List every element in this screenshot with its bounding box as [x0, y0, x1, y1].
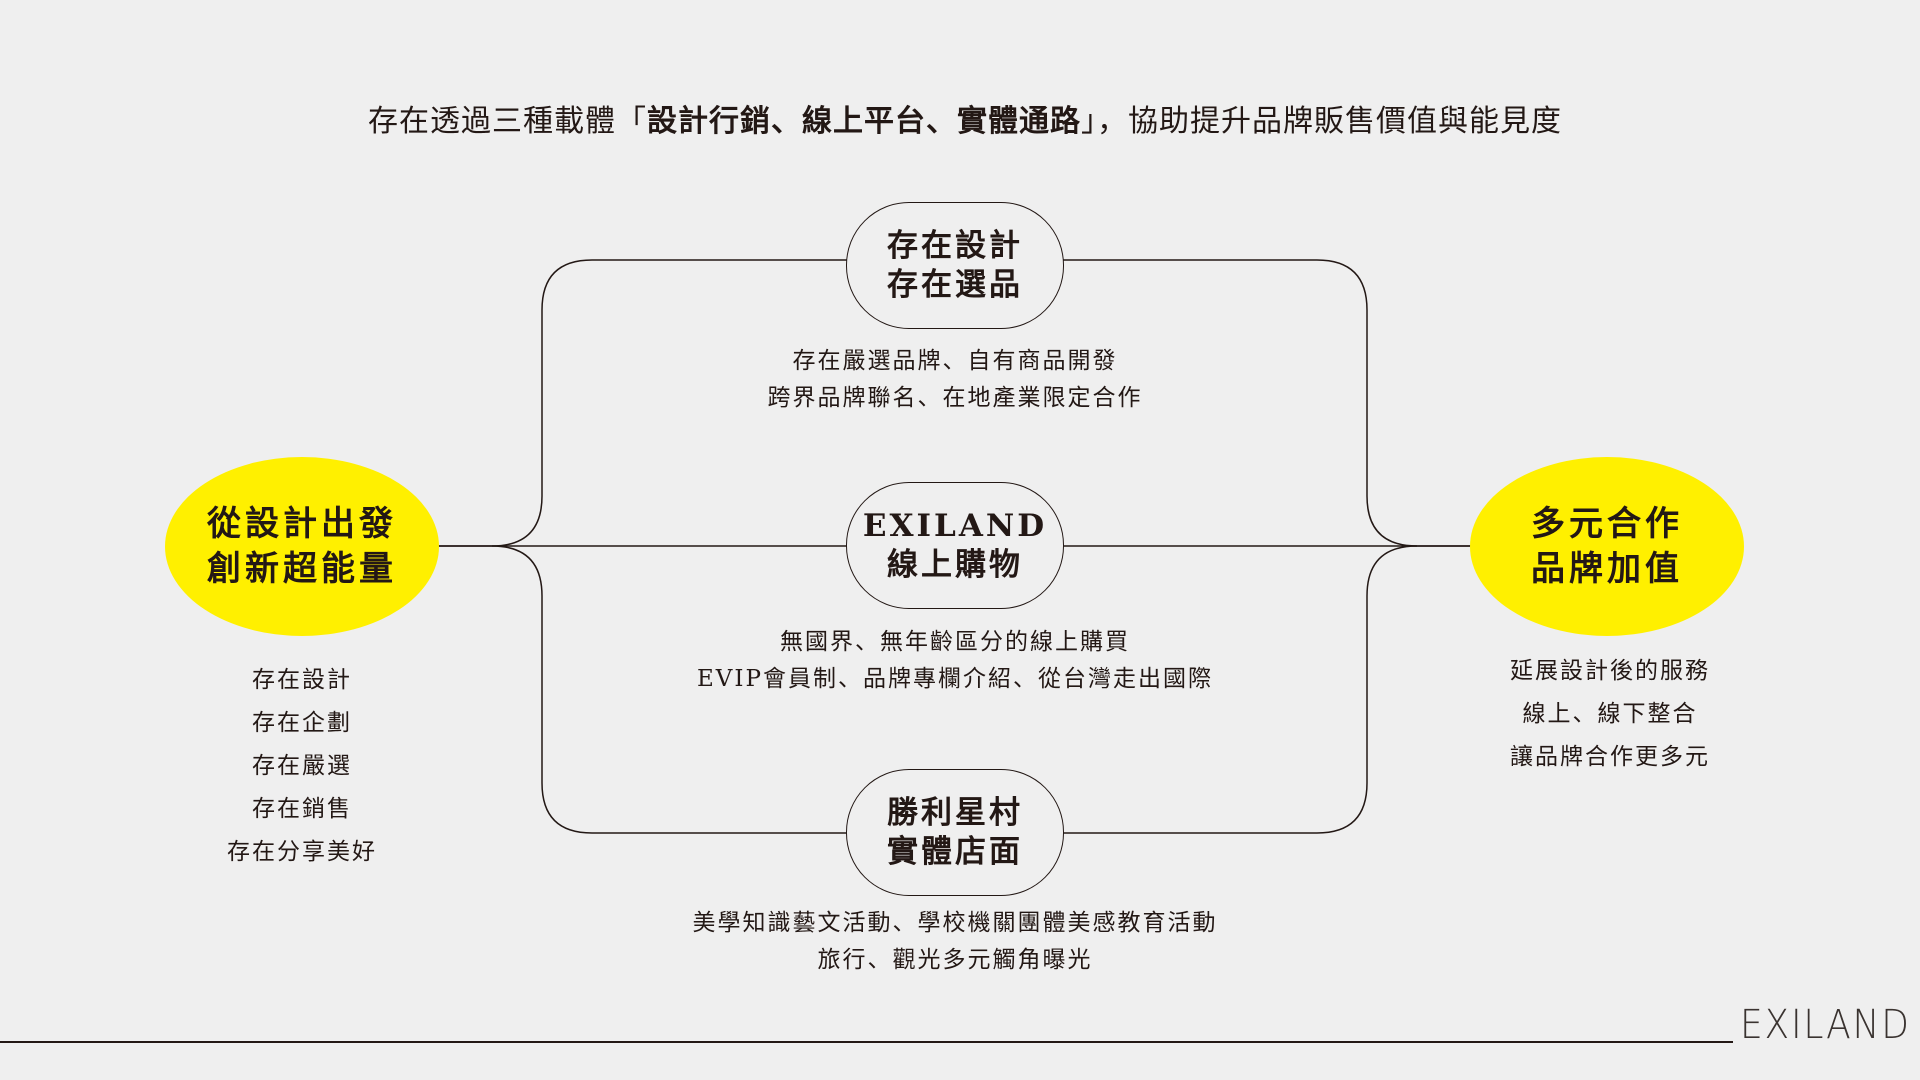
footer-divider [0, 1041, 1733, 1043]
list-item: 存在銷售 [252, 796, 352, 822]
list-item: 存在設計 [252, 667, 352, 693]
list-item: 線上、線下整合 [1522, 701, 1698, 727]
branch-node-online: EXILAND 線上購物 [846, 482, 1064, 609]
start-node-line: 從設計出發 [207, 503, 397, 544]
branch-node-line: 存在設計 [887, 227, 1023, 264]
desc-line: 無國界、無年齡區分的線上購買 [780, 629, 1130, 655]
branch-node-line: 線上購物 [887, 546, 1023, 583]
list-item: 存在企劃 [252, 710, 352, 736]
start-node: 從設計出發 創新超能量 [165, 457, 439, 636]
branch-desc-online: 無國界、無年齡區分的線上購買 EVIP會員制、品牌專欄介紹、從台灣走出國際 [655, 624, 1255, 698]
connector-left-top [438, 259, 848, 547]
page-title: 存在透過三種載體「設計行銷、線上平台、實體通路」，協助提升品牌販售價值與能見度 [0, 96, 1920, 140]
end-node: 多元合作 品牌加值 [1470, 457, 1744, 636]
start-node-line: 創新超能量 [207, 548, 397, 589]
title-suffix: 」，協助提升品牌販售價值與能見度 [1081, 104, 1562, 139]
end-node-line: 多元合作 [1531, 503, 1683, 544]
desc-line: 美學知識藝文活動、學校機關團體美感教育活動 [692, 910, 1218, 936]
connector-right-bottom [1062, 545, 1418, 834]
desc-line: EVIP會員制、品牌專欄介紹、從台灣走出國際 [697, 666, 1213, 692]
exiland-logo: EXILAND [1740, 1002, 1911, 1048]
branch-node-line: EXILAND [862, 507, 1048, 544]
list-item: 讓品牌合作更多元 [1510, 744, 1710, 770]
desc-line: 跨界品牌聯名、在地產業限定合作 [767, 385, 1143, 411]
branch-node-design: 存在設計 存在選品 [846, 202, 1064, 329]
title-emphasis: 設計行銷、線上平台、實體通路 [647, 104, 1081, 139]
connector-left-bottom [491, 545, 848, 834]
end-node-list: 延展設計後的服務 線上、線下整合 讓品牌合作更多元 [1460, 650, 1760, 779]
desc-line: 存在嚴選品牌、自有商品開發 [792, 348, 1118, 374]
branch-node-line: 存在選品 [887, 266, 1023, 303]
end-node-line: 品牌加值 [1531, 548, 1683, 589]
list-item: 存在分享美好 [227, 839, 377, 865]
branch-node-line: 實體店面 [887, 833, 1023, 870]
list-item: 延展設計後的服務 [1510, 658, 1710, 684]
title-prefix: 存在透過三種載體「 [368, 104, 647, 139]
branch-desc-store: 美學知識藝文活動、學校機關團體美感教育活動 旅行、觀光多元觸角曝光 [655, 905, 1255, 979]
list-item: 存在嚴選 [252, 753, 352, 779]
start-node-list: 存在設計 存在企劃 存在嚴選 存在銷售 存在分享美好 [152, 659, 452, 874]
branch-desc-design: 存在嚴選品牌、自有商品開發 跨界品牌聯名、在地產業限定合作 [655, 343, 1255, 417]
connector-right-top [1062, 259, 1472, 547]
desc-line: 旅行、觀光多元觸角曝光 [817, 947, 1093, 973]
branch-node-line: 勝利星村 [887, 794, 1023, 831]
branch-node-store: 勝利星村 實體店面 [846, 769, 1064, 896]
